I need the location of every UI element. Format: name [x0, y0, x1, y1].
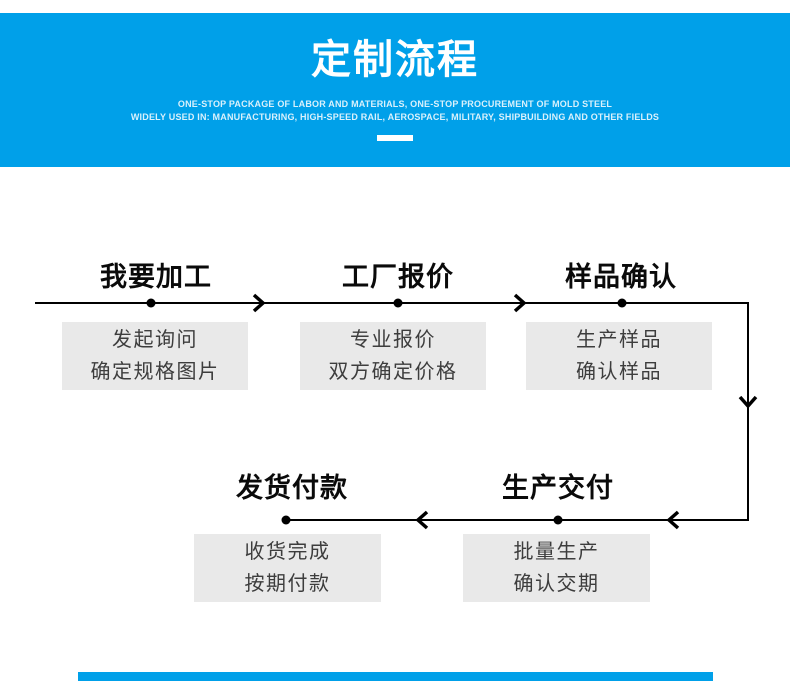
flow-dot-step1	[146, 298, 156, 308]
detail-line: 确认样品	[576, 361, 662, 383]
step-title-3: 样品确认	[565, 262, 677, 292]
header-subtitle: ONE-STOP PACKAGE OF LABOR AND MATERIALS,…	[0, 98, 790, 124]
step-detail-box-2: 专业报价 双方确定价格	[300, 322, 486, 390]
step-detail-box-5: 收货完成 按期付款	[194, 534, 381, 602]
flow-dot-step4	[553, 515, 563, 525]
step-title-2: 工厂报价	[342, 262, 454, 292]
arrow-right-icon	[513, 293, 527, 313]
page-title: 定制流程	[311, 38, 479, 82]
arrow-left-icon	[666, 510, 680, 530]
detail-line: 发起询问	[112, 329, 198, 351]
header-subtitle-line1: ONE-STOP PACKAGE OF LABOR AND MATERIALS,…	[177, 99, 613, 109]
detail-line: 确定规格图片	[90, 361, 220, 383]
step-title-1: 我要加工	[100, 262, 212, 292]
detail-line: 确认交期	[513, 573, 600, 595]
detail-line: 专业报价	[350, 329, 436, 351]
detail-line: 批量生产	[513, 541, 600, 563]
detail-line: 生产样品	[576, 329, 662, 351]
flow-dot-step3	[617, 298, 627, 308]
header-subtitle-line2: WIDELY USED IN: MANUFACTURING, HIGH-SPEE…	[130, 112, 660, 122]
step-title-4: 生产交付	[502, 473, 614, 503]
step-detail-box-1: 发起询问 确定规格图片	[62, 322, 248, 390]
flow-dot-step2	[393, 298, 403, 308]
detail-line: 收货完成	[244, 541, 331, 563]
step-title-5: 发货付款	[236, 473, 348, 503]
arrow-right-icon	[252, 293, 266, 313]
detail-line: 按期付款	[244, 573, 331, 595]
flow-dot-step5	[281, 515, 291, 525]
step-detail-box-3: 生产样品 确认样品	[526, 322, 712, 390]
header-divider	[377, 135, 413, 141]
arrow-down-icon	[738, 395, 758, 409]
header-banner: 定制流程 ONE-STOP PACKAGE OF LABOR AND MATER…	[0, 13, 790, 167]
detail-line: 双方确定价格	[328, 361, 458, 383]
step-detail-box-4: 批量生产 确认交期	[463, 534, 650, 602]
footer-accent-bar	[78, 672, 713, 681]
arrow-left-icon	[415, 510, 429, 530]
